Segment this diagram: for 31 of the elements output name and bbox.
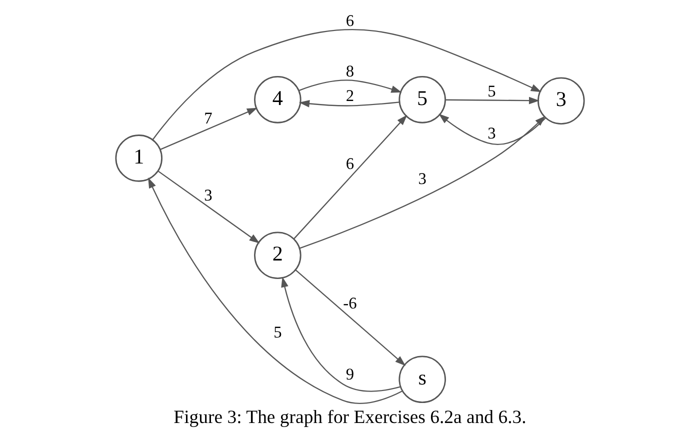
node-circle: 3 <box>538 77 585 124</box>
edge-label: 5 <box>488 81 496 100</box>
edge-label: 9 <box>346 364 354 384</box>
edge-label: 3 <box>488 124 496 143</box>
node-circle: 2 <box>254 232 302 279</box>
edge-label: 3 <box>418 169 426 188</box>
arrow <box>158 170 260 244</box>
arrow <box>294 114 408 240</box>
arrow <box>295 270 406 366</box>
caption: Figure 3: The graph for Exercises 6.2a and 6.3. <box>174 407 526 428</box>
arrow <box>438 114 546 146</box>
arrow <box>152 29 542 140</box>
edge-label: 5 <box>274 322 282 342</box>
edge-label: 6 <box>346 154 354 173</box>
edge-label: -6 <box>343 293 357 312</box>
node-circle: 5 <box>398 76 446 124</box>
edge-label: 2 <box>346 86 354 106</box>
edge-label: 3 <box>204 186 212 205</box>
arrow <box>160 108 258 150</box>
arrow <box>148 178 402 404</box>
node-circle: 4 <box>254 76 302 124</box>
node-circle: s <box>398 356 446 404</box>
node-circle: 1 <box>115 134 162 182</box>
edge-label: 8 <box>346 61 354 80</box>
arrow <box>281 276 400 392</box>
arrow <box>446 96 540 104</box>
edge-label: 7 <box>204 108 212 128</box>
arrow <box>298 100 400 108</box>
edge-label: 6 <box>346 11 354 30</box>
arrow <box>299 80 402 93</box>
arrow <box>300 116 546 249</box>
